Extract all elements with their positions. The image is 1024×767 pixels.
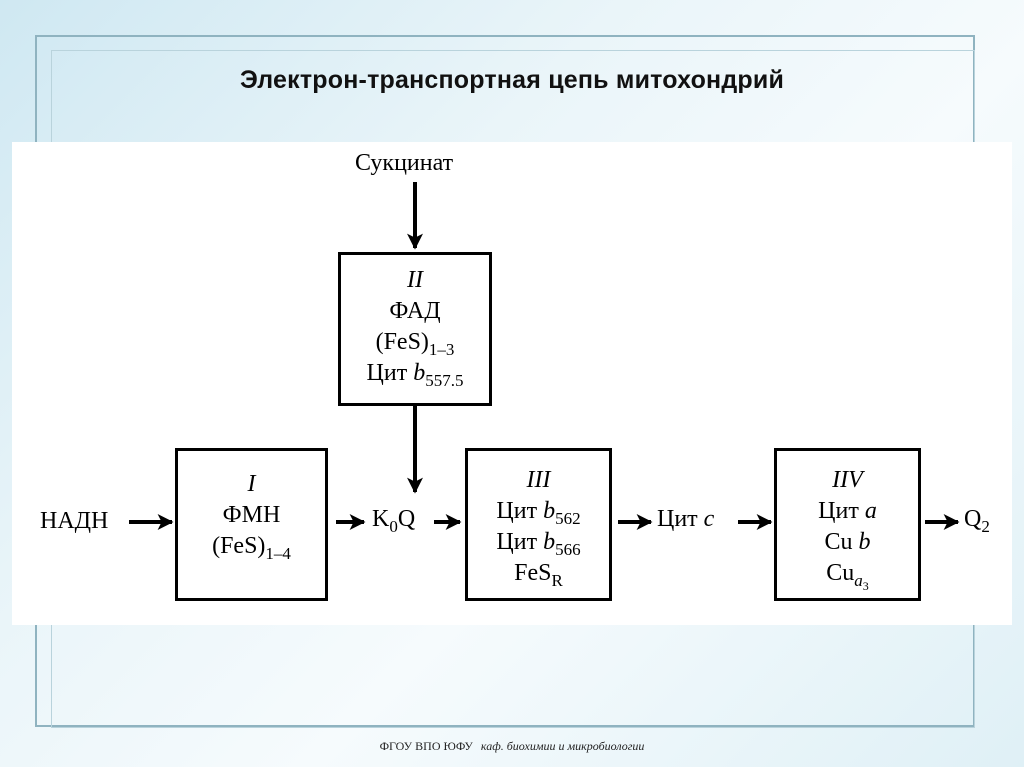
coq-sub: 0	[389, 517, 398, 536]
complex-II-box: II ФАД (FeS)1–3 Цит b557.5	[338, 252, 492, 406]
complex-II-line2: (FeS)1–3	[341, 327, 489, 358]
slide-title: Электрон-транспортная цепь митохондрий	[239, 66, 785, 94]
complex-IV-box: IIV Цит a Cu b Cua3	[774, 448, 921, 601]
complex-I-line2-sub: 1–4	[265, 544, 291, 563]
diagram-panel: Сукцинат НАДН K0Q Цит c Q2 II ФАД (FeS)1…	[12, 142, 1012, 625]
complex-IV-line1-base: Цит	[818, 498, 859, 524]
complex-IV-line3-base: Cu	[826, 560, 855, 586]
footer-dept: каф. биохимии и микробиологии	[480, 739, 645, 753]
arrows-layer	[129, 182, 960, 530]
complex-III-line2-base: Цит	[496, 529, 538, 555]
coq-tail: Q	[397, 506, 416, 532]
product-label: Q2	[964, 506, 990, 536]
succinate-label: Сукцинат	[355, 150, 454, 176]
complex-III-line2-letter: b	[543, 529, 556, 555]
complex-II-line3-sub: 557.5	[425, 371, 464, 390]
coq-base: K	[372, 506, 390, 532]
complex-IV-line2-base: Cu	[824, 529, 853, 555]
complex-IV-line1: Цит a	[777, 496, 918, 527]
complex-IV-line1-letter: a	[864, 498, 877, 524]
complex-III-line1-sub: 562	[555, 509, 581, 528]
complex-III-numeral: III	[526, 467, 551, 493]
complex-I-line2-base: (FeS)	[212, 533, 266, 559]
nadh-label: НАДН	[40, 508, 109, 534]
complex-I-line2: (FeS)1–4	[178, 531, 325, 562]
complex-II-line2-base: (FeS)	[375, 329, 429, 355]
complex-II-line3-letter: b	[413, 360, 426, 386]
slide-footer: ФГОУ ВПО ЮФУ каф. биохимии и микробиологи…	[0, 739, 1024, 754]
complex-IV-line3-sub: a3	[854, 571, 869, 593]
complex-II-line3-base: Цит	[366, 360, 408, 386]
coq-label: K0Q	[372, 506, 416, 536]
complex-IV-line3: Cua3	[777, 558, 918, 593]
complex-III-line3-sub: R	[551, 571, 563, 590]
cytc-letter: c	[703, 506, 715, 532]
product-sub: 2	[981, 517, 990, 536]
complex-III-line2: Цит b566	[468, 527, 609, 558]
complex-III-line1-letter: b	[543, 498, 556, 524]
complex-II-numeral: II	[407, 267, 423, 293]
complex-III-box: III Цит b562 Цит b566 FeSR	[465, 448, 612, 601]
complex-I-numeral: I	[247, 471, 256, 497]
cytc-base: Цит	[657, 506, 698, 532]
complex-III-line2-sub: 566	[555, 540, 581, 559]
complex-I-box: I ФМН (FeS)1–4	[175, 448, 328, 601]
complex-I-line1: ФМН	[222, 502, 281, 528]
complex-IV-line3-sub-sub: 3	[862, 579, 869, 593]
complex-II-line3: Цит b557.5	[341, 358, 489, 389]
complex-IV-line3-sub-letter: a	[854, 571, 863, 590]
complex-IV-numeral: IIV	[832, 467, 863, 493]
complex-III-line3-base: FeS	[514, 560, 552, 586]
complex-II-line1: ФАД	[389, 298, 441, 324]
cytc-label: Цит c	[657, 506, 714, 533]
complex-IV-line2-letter: b	[858, 529, 871, 555]
footer-org: ФГОУ ВПО ЮФУ	[379, 739, 473, 753]
complex-III-line1-base: Цит	[496, 498, 538, 524]
complex-III-line3: FeSR	[468, 558, 609, 589]
product-base: Q	[964, 506, 982, 532]
complex-IV-line2: Cu b	[777, 527, 918, 558]
complex-II-line2-sub: 1–3	[428, 340, 455, 359]
complex-III-line1: Цит b562	[468, 496, 609, 527]
